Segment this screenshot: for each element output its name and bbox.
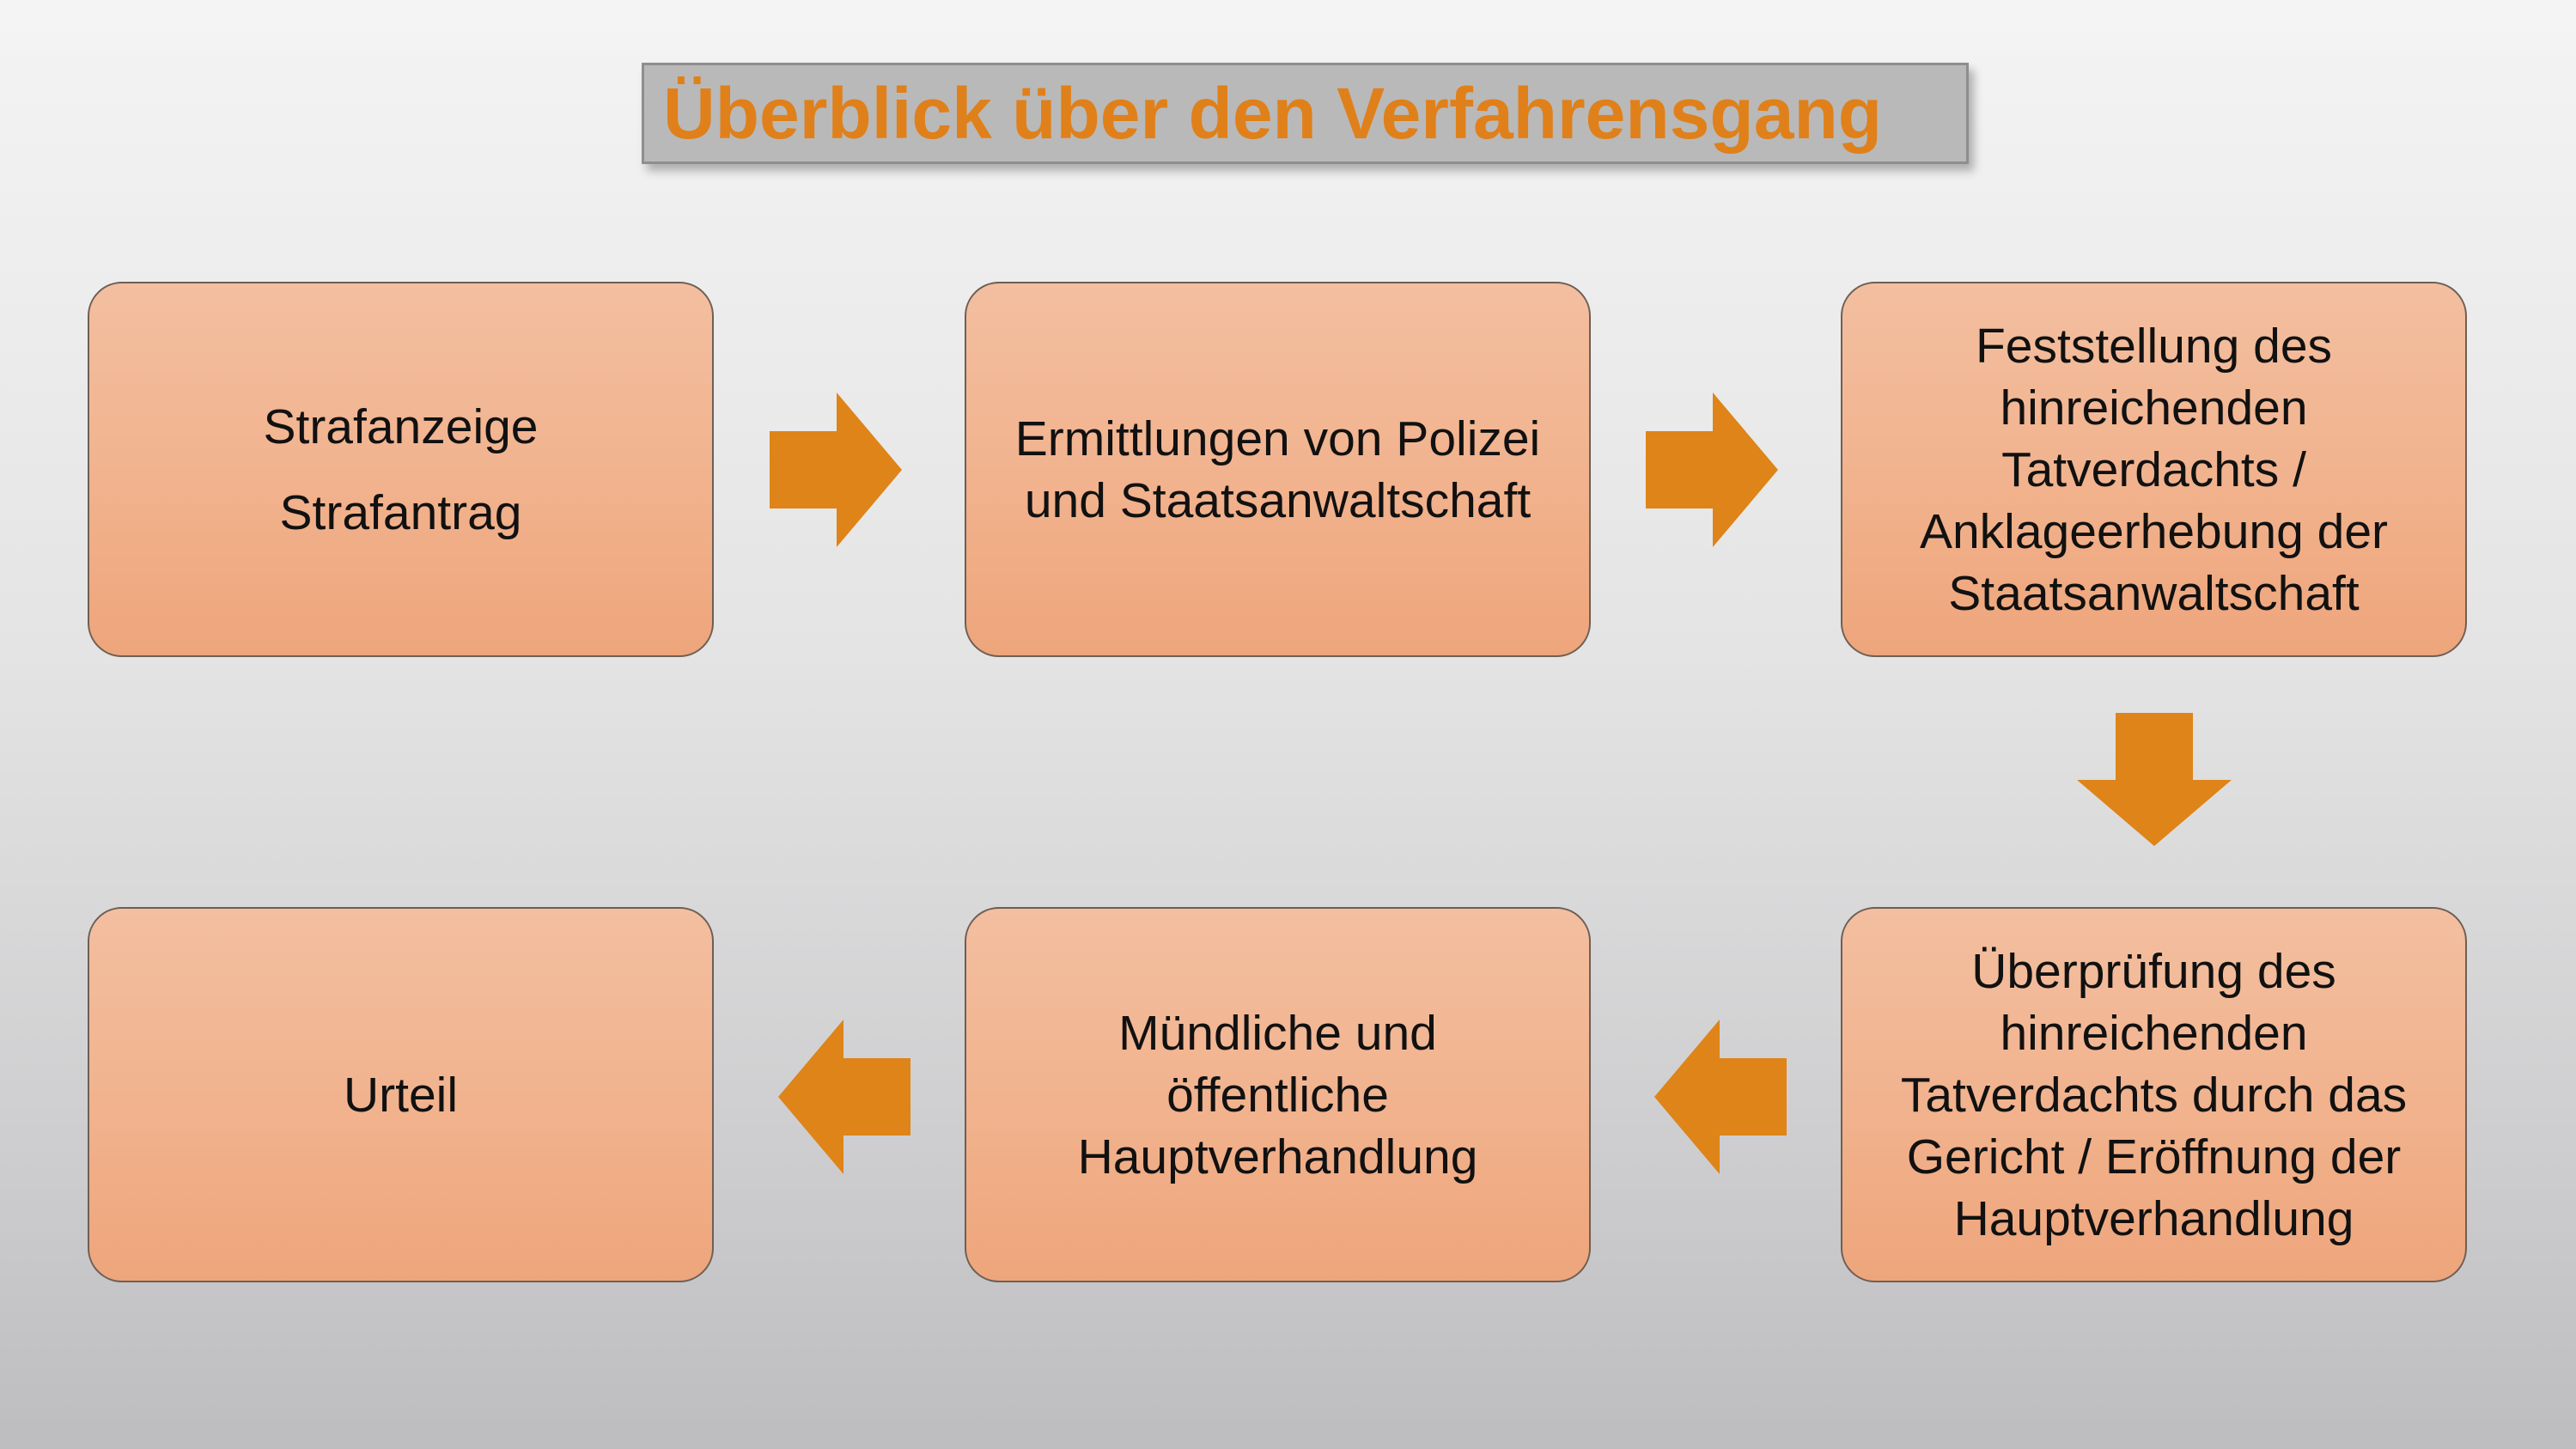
step-line: Feststellung des [1975, 318, 2333, 374]
step-line: öffentliche [1166, 1067, 1389, 1123]
step-line: Tatverdachts durch das [1900, 1067, 2408, 1123]
step-line: hinreichenden [2000, 380, 2308, 435]
title-box: Überblick über den Verfahrensgang [642, 63, 1969, 164]
arrow-right-icon [1646, 393, 1778, 547]
step-box-urteil: Urteil [88, 907, 714, 1282]
step-line: Strafanzeige [263, 399, 539, 454]
step-line: Hauptverhandlung [1953, 1190, 2354, 1246]
step-line: Überprüfung des [1971, 943, 2336, 999]
step-box-feststellung: Feststellung des hinreichenden Tatverdac… [1841, 282, 2467, 657]
step-line: Staatsanwaltschaft [1948, 565, 2360, 621]
step-box-ermittlungen: Ermittlungen von Polizei und Staatsanwal… [965, 282, 1591, 657]
step-box-ueberpruefung: Überprüfung des hinreichenden Tatverdach… [1841, 907, 2467, 1282]
arrow-right-icon [770, 393, 902, 547]
step-box-hauptverhandlung: Mündliche und öffentliche Hauptverhandlu… [965, 907, 1591, 1282]
step-line: und Staatsanwaltschaft [1024, 472, 1532, 528]
step-line: Strafantrag [279, 484, 522, 540]
step-line: Anklageerhebung der [1919, 503, 2389, 559]
step-line: Urteil [343, 1067, 458, 1123]
arrow-down-icon [2077, 713, 2232, 846]
step-line: Gericht / Eröffnung der [1906, 1129, 2402, 1184]
page-title: Überblick über den Verfahrensgang [663, 72, 1883, 154]
arrow-left-icon [1654, 1020, 1787, 1174]
arrow-left-icon [778, 1020, 910, 1174]
step-line: Mündliche und [1118, 1005, 1437, 1061]
step-line: Tatverdachts / [2001, 441, 2306, 497]
step-line: Ermittlungen von Polizei [1014, 411, 1541, 466]
step-line: hinreichenden [2000, 1005, 2308, 1061]
step-box-strafanzeige: Strafanzeige Strafantrag [88, 282, 714, 657]
step-line: Hauptverhandlung [1077, 1129, 1478, 1184]
